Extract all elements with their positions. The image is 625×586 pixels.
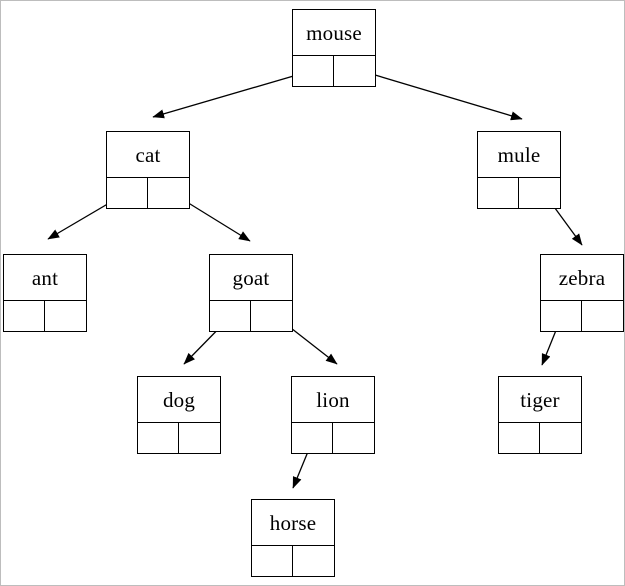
tree-node-lion[interactable]: lion	[291, 376, 375, 454]
tree-node-pointer-row	[210, 301, 292, 331]
tree-node-label: tiger	[499, 377, 581, 423]
tree-node-label: ant	[4, 255, 86, 301]
tree-node-tiger[interactable]: tiger	[498, 376, 582, 454]
tree-node-ant[interactable]: ant	[3, 254, 87, 332]
tree-node-left-pointer[interactable]	[293, 56, 334, 86]
tree-node-pointer-row	[499, 423, 581, 453]
tree-node-pointer-row	[107, 178, 189, 208]
tree-node-right-pointer[interactable]	[519, 178, 560, 208]
tree-node-left-pointer[interactable]	[252, 546, 293, 576]
tree-node-label: goat	[210, 255, 292, 301]
tree-node-cat[interactable]: cat	[106, 131, 190, 209]
tree-node-goat[interactable]: goat	[209, 254, 293, 332]
tree-node-label: mouse	[293, 10, 375, 56]
tree-node-left-pointer[interactable]	[210, 301, 251, 331]
tree-node-left-pointer[interactable]	[541, 301, 582, 331]
tree-node-pointer-row	[478, 178, 560, 208]
tree-node-right-pointer[interactable]	[334, 56, 375, 86]
tree-node-pointer-row	[4, 301, 86, 331]
tree-node-label: dog	[138, 377, 220, 423]
tree-node-pointer-row	[293, 56, 375, 86]
tree-node-dog[interactable]: dog	[137, 376, 221, 454]
tree-node-left-pointer[interactable]	[4, 301, 45, 331]
tree-node-pointer-row	[138, 423, 220, 453]
tree-node-mouse[interactable]: mouse	[292, 9, 376, 87]
tree-node-right-pointer[interactable]	[582, 301, 623, 331]
tree-node-right-pointer[interactable]	[251, 301, 292, 331]
tree-node-pointer-row	[252, 546, 334, 576]
tree-node-right-pointer[interactable]	[333, 423, 374, 453]
tree-node-label: zebra	[541, 255, 623, 301]
tree-node-right-pointer[interactable]	[45, 301, 86, 331]
tree-node-left-pointer[interactable]	[292, 423, 333, 453]
tree-node-left-pointer[interactable]	[138, 423, 179, 453]
tree-node-right-pointer[interactable]	[179, 423, 220, 453]
tree-node-left-pointer[interactable]	[478, 178, 519, 208]
tree-node-right-pointer[interactable]	[540, 423, 581, 453]
tree-node-label: horse	[252, 500, 334, 546]
tree-node-label: lion	[292, 377, 374, 423]
tree-node-mule[interactable]: mule	[477, 131, 561, 209]
tree-node-pointer-row	[292, 423, 374, 453]
tree-node-label: cat	[107, 132, 189, 178]
tree-node-pointer-row	[541, 301, 623, 331]
tree-node-left-pointer[interactable]	[499, 423, 540, 453]
tree-node-label: mule	[478, 132, 560, 178]
tree-node-left-pointer[interactable]	[107, 178, 148, 208]
tree-node-horse[interactable]: horse	[251, 499, 335, 577]
tree-node-right-pointer[interactable]	[148, 178, 189, 208]
tree-node-zebra[interactable]: zebra	[540, 254, 624, 332]
tree-edge-mouse-to-mule	[354, 68, 523, 121]
tree-edge-mouse-to-cat	[152, 69, 315, 119]
tree-node-right-pointer[interactable]	[293, 546, 334, 576]
